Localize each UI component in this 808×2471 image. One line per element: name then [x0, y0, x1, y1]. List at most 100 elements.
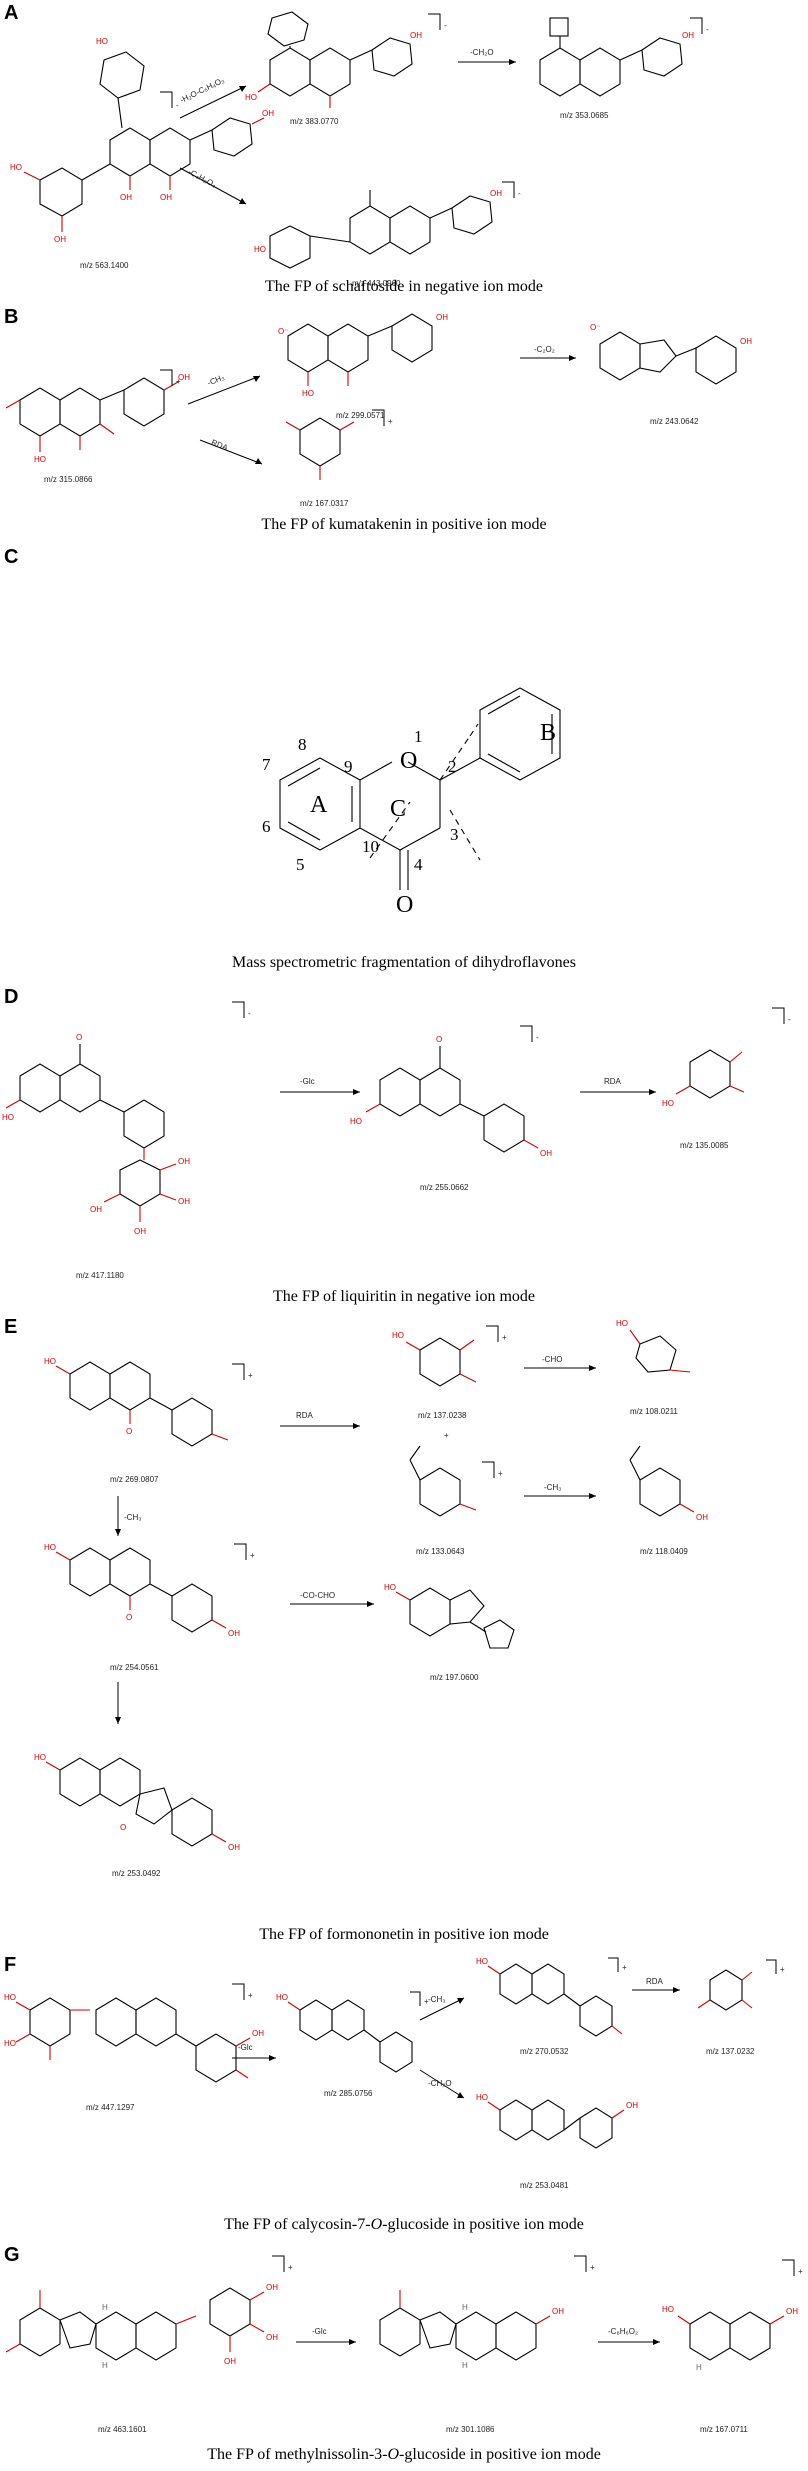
charge: -: [444, 21, 447, 30]
oh-label: OH: [178, 1197, 190, 1206]
fragment-molecule: [379, 2290, 551, 2361]
ho-label: HO: [384, 1583, 396, 1592]
carbonyl-o: O: [76, 1033, 82, 1042]
ho-label: HO: [276, 1993, 288, 2002]
operation-label: -CH₃: [124, 1513, 141, 1522]
fragment-mz: m/z 197.0600: [430, 1673, 479, 1682]
atom-number: 7: [262, 755, 271, 774]
arrow: [199, 439, 263, 465]
parent-molecule: [5, 377, 179, 452]
operation-label: RDA: [296, 1411, 314, 1420]
oh-label: OH: [626, 2101, 638, 2110]
atom-number: 2: [448, 757, 457, 776]
fragment-mz: m/z 270.0532: [520, 2047, 569, 2056]
panel-letter: G: [4, 2244, 20, 2266]
charge: +: [176, 377, 181, 386]
panel-letter: F: [4, 1954, 17, 1976]
panel-e-scheme: HO O + m/z 269.0807 RDA HO + m/z 137.023…: [34, 1319, 708, 1878]
charge: +: [622, 1963, 627, 1972]
fragment-mz: m/z 253.0492: [112, 1869, 161, 1878]
arrow: [419, 2069, 465, 2099]
ho-label: HO: [44, 1357, 56, 1366]
oh-label: OH: [540, 1149, 552, 1158]
oh-label: OH: [410, 31, 422, 40]
charge: +: [590, 2263, 595, 2272]
fragment-molecule: [539, 17, 683, 97]
oh-label: OH: [178, 373, 190, 382]
ho-label: HO: [302, 389, 314, 398]
fragment-molecule: [599, 331, 737, 385]
fragment-mz: m/z 133.0643: [416, 1547, 465, 1556]
ho-label: HO: [44, 1543, 56, 1552]
h-label: H: [102, 2303, 108, 2312]
panel-caption: The FP of kumatakenin in positive ion mo…: [261, 516, 547, 533]
fragment-molecule: [487, 1963, 623, 2037]
atom-number: 8: [298, 735, 307, 754]
ho-label: HO: [350, 1117, 362, 1126]
operation-label: -CH₃: [428, 1995, 445, 2004]
charge: -: [518, 189, 521, 198]
oh-label: OH: [134, 1227, 146, 1236]
ho-label: HO: [254, 245, 266, 254]
caption-text: The FP of calycosin-7-: [224, 2216, 371, 2233]
fragment-molecule: [365, 1046, 539, 1153]
oh-label: OH: [160, 193, 172, 202]
operation-label: -CH₂O: [470, 48, 494, 57]
fragment-molecule: [287, 313, 433, 386]
fragment-molecule: [395, 1587, 515, 1649]
oh-label: OH: [786, 2307, 798, 2316]
panel-f: F OH HO HO + m/z 447.1297 -Glc: [0, 1950, 808, 2240]
caption-text: The FP of methylnissolin-3-: [207, 2446, 388, 2463]
panel-c-scheme: O O A B C 1 2 3 4 5 6 7 8 9 10: [262, 687, 561, 918]
ho-label: HO: [34, 1753, 46, 1762]
carbonyl-o: O: [436, 1035, 442, 1044]
panel-a-scheme: OH HO OH OH HO OH - m/z 563.1400 -H₂O-C₅…: [10, 11, 709, 288]
fragment-mz: m/z 443.0960: [352, 279, 401, 288]
panel-a: A OH HO OH OH HO OH - m/z 563.1400: [0, 0, 808, 300]
operation-label: -C₂O₂: [534, 345, 555, 354]
carbonyl-oxygen: O: [396, 892, 413, 918]
fragment-mz: m/z 167.0317: [300, 499, 349, 508]
parent-molecule: [15, 1997, 251, 2083]
oh-label: OH: [54, 235, 66, 244]
caption-text: -glucoside in positive ion mode: [399, 2446, 601, 2463]
fragment-mz: m/z 299.0571: [336, 411, 385, 420]
charge: +: [388, 417, 393, 426]
panel-letter: E: [4, 1316, 18, 1338]
operation-label: -CO-CHO: [300, 1591, 335, 1600]
fragment-molecule: [287, 1999, 413, 2073]
parent-mz: m/z 447.1297: [86, 2103, 135, 2112]
charge: +: [288, 2263, 293, 2272]
panel-f-scheme: OH HO HO + m/z 447.1297 -Glc HO + m/z 28…: [4, 1957, 785, 2190]
ring-label-c: C: [390, 796, 406, 822]
o-minus-label: O⁻: [278, 327, 288, 336]
charge: +: [248, 1371, 253, 1380]
charge: +: [798, 2267, 803, 2276]
fragment-mz: m/z 383.0770: [290, 117, 339, 126]
charge: +: [424, 1997, 429, 2006]
fragment-molecule: [55, 1547, 227, 1633]
panel-letter: D: [4, 986, 19, 1008]
fragment-molecule: [405, 1337, 477, 1387]
oh-label: OH: [436, 313, 448, 322]
operation-label: -Glc: [300, 1077, 315, 1086]
ho-label: HO: [616, 1319, 628, 1328]
h-label: H: [102, 2361, 108, 2370]
atom-number: 1: [414, 727, 423, 746]
panel-caption: The FP of liquiritin in negative ion mod…: [272, 1288, 536, 1305]
o-minus-label: O⁻: [590, 323, 600, 332]
operation-label: -C₄H₈O₄: [187, 167, 218, 189]
fragment-molecule: [409, 1445, 477, 1517]
oh-label: OH: [740, 337, 752, 346]
fragment-molecule: [45, 1757, 227, 1847]
atom-number: 5: [296, 855, 305, 874]
carbonyl-o: O: [126, 1613, 132, 1622]
oh-label: OH: [696, 1513, 708, 1522]
oh-label: OH: [178, 1157, 190, 1166]
oh-label: OH: [266, 2283, 278, 2292]
fragment-molecule: [269, 190, 493, 269]
operation-label: RDA: [646, 1977, 664, 1986]
operation-label: -CH₂O: [428, 2079, 452, 2088]
fragment-mz: m/z 137.0238: [418, 1411, 467, 1420]
panel-letter: A: [4, 2, 19, 24]
